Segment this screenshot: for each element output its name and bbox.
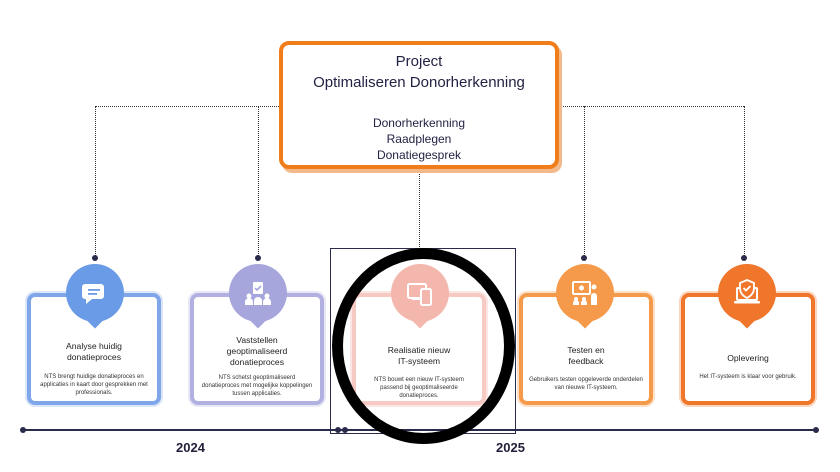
laptop-shield-icon bbox=[734, 279, 760, 304]
year-label-2024: 2024 bbox=[176, 440, 205, 455]
phase-title: Testen en feedback bbox=[523, 345, 649, 367]
timeline-dot bbox=[342, 427, 348, 433]
presentation-icon bbox=[572, 281, 597, 305]
connector-phase1-vertical bbox=[95, 106, 96, 258]
phase-badge-vaststellen bbox=[229, 264, 287, 329]
project-title: Project Optimaliseren Donorherkenning bbox=[283, 51, 555, 93]
project-subtopic: Donatiegesprek bbox=[376, 148, 462, 162]
project-subtopic: Donorherkenning bbox=[372, 116, 466, 130]
phase-card-vaststellen: Vaststellen geoptimaliseerd donatieproce… bbox=[190, 293, 324, 405]
phase-title-line: Testen en bbox=[567, 345, 605, 355]
connector-right-horizontal bbox=[559, 106, 744, 107]
connector-dot bbox=[581, 255, 587, 261]
phase-description: NTS brengt huidige donatieproces en appl… bbox=[40, 374, 148, 396]
phase-description: Het IT-systeem is klaar voor gebruik. bbox=[699, 374, 797, 380]
connector-dot bbox=[255, 255, 261, 261]
connector-phase2-vertical bbox=[258, 106, 259, 258]
phase-badge-oplevering bbox=[718, 264, 776, 329]
phase-description: NTS schetst geoptimaliseerd donatieproce… bbox=[201, 375, 313, 397]
phase-title: Vaststellen geoptimaliseerd donatieproce… bbox=[194, 335, 320, 368]
phase-badge-testen bbox=[556, 264, 614, 329]
connector-dot bbox=[741, 255, 747, 261]
connector-dot bbox=[92, 255, 98, 261]
project-title-line: Optimaliseren Donorherkenning bbox=[313, 74, 525, 91]
timeline-dot bbox=[813, 427, 819, 433]
year-label-2025: 2025 bbox=[496, 440, 525, 455]
phase-title-line: geoptimaliseerd bbox=[226, 346, 288, 356]
highlight-ring bbox=[332, 248, 515, 444]
timeline-dot bbox=[335, 427, 341, 433]
phase-title-line: Analyse huidig bbox=[66, 341, 122, 351]
phase-title-line: Oplevering bbox=[727, 353, 769, 363]
speech-bubble-icon bbox=[82, 284, 104, 304]
phase-description: Gebruikers testen opgeleverde onderdelen… bbox=[529, 377, 643, 391]
project-subtopics: Donorherkenning Raadplegen Donatiegespre… bbox=[283, 115, 555, 163]
connector-phase4-vertical bbox=[584, 106, 585, 258]
phase-title-line: donatieproces bbox=[67, 352, 121, 362]
phase-title-line: feedback bbox=[568, 356, 604, 366]
connector-phase3-vertical bbox=[419, 169, 420, 259]
phase-title-line: Vaststellen bbox=[236, 335, 278, 345]
project-title-line: Project bbox=[395, 53, 443, 70]
connector-phase5-vertical bbox=[744, 106, 745, 258]
team-checklist-icon bbox=[245, 282, 271, 305]
phase-title: Analyse huidig donatieproces bbox=[31, 341, 157, 363]
project-box: Project Optimaliseren Donorherkenning Do… bbox=[279, 41, 559, 169]
connector-left-horizontal bbox=[95, 106, 279, 107]
phase-title-line: donatieproces bbox=[230, 357, 284, 367]
phase-title: Oplevering bbox=[685, 353, 811, 364]
phase-badge-analyse bbox=[66, 264, 124, 329]
project-subtopic: Raadplegen bbox=[386, 132, 452, 146]
timeline-dot bbox=[20, 427, 26, 433]
